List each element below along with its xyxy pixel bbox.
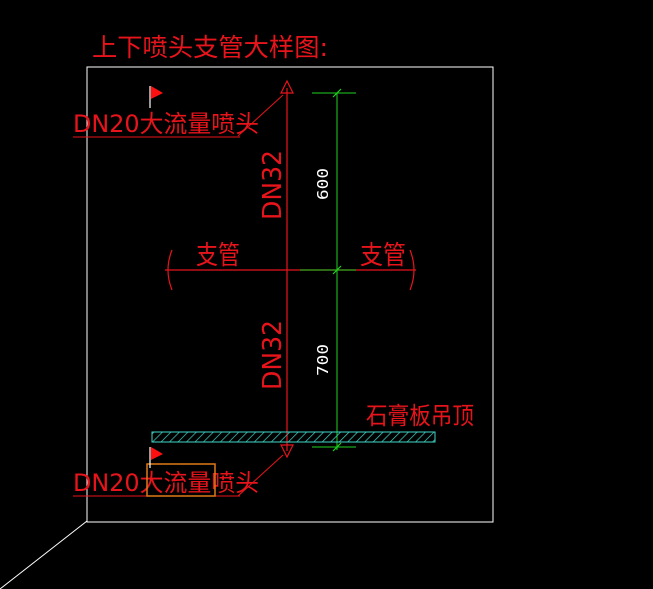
- upper-pipe-label: DN32: [258, 150, 288, 220]
- frame-rectangle[interactable]: [86, 66, 494, 523]
- bottom-sprinkler-head[interactable]: [280, 444, 294, 459]
- perspective-line: [0, 520, 88, 589]
- lower-dimension-value: 700: [314, 344, 332, 376]
- gypsum-ceiling[interactable]: [151, 431, 436, 443]
- top-sprinkler-head[interactable]: [280, 79, 294, 94]
- drawing-title: 上下喷头支管大样图:: [92, 33, 328, 62]
- bottom-leader-line: [237, 454, 284, 497]
- flag-icon: [149, 86, 163, 108]
- dimension-tick-bottom: [332, 442, 342, 452]
- upper-dimension-value: 600: [314, 168, 332, 200]
- bottom-sprinkler-label: DN20大流量喷头: [73, 469, 259, 497]
- right-break-mark: [409, 249, 415, 291]
- dimension-tick-mid: [332, 265, 342, 275]
- flag-icon: [149, 447, 163, 468]
- selection-box[interactable]: [146, 463, 216, 497]
- left-branch-label: 支管: [196, 241, 240, 271]
- top-sprinkler-label: DN20大流量喷头: [73, 110, 259, 138]
- right-branch-label: 支管: [360, 241, 406, 271]
- left-break-mark: [167, 249, 173, 291]
- top-leader-line: [237, 94, 284, 137]
- ceiling-label: 石膏板吊顶: [366, 402, 474, 430]
- dimension-tick-top: [332, 88, 342, 98]
- lower-pipe-label: DN32: [258, 320, 288, 390]
